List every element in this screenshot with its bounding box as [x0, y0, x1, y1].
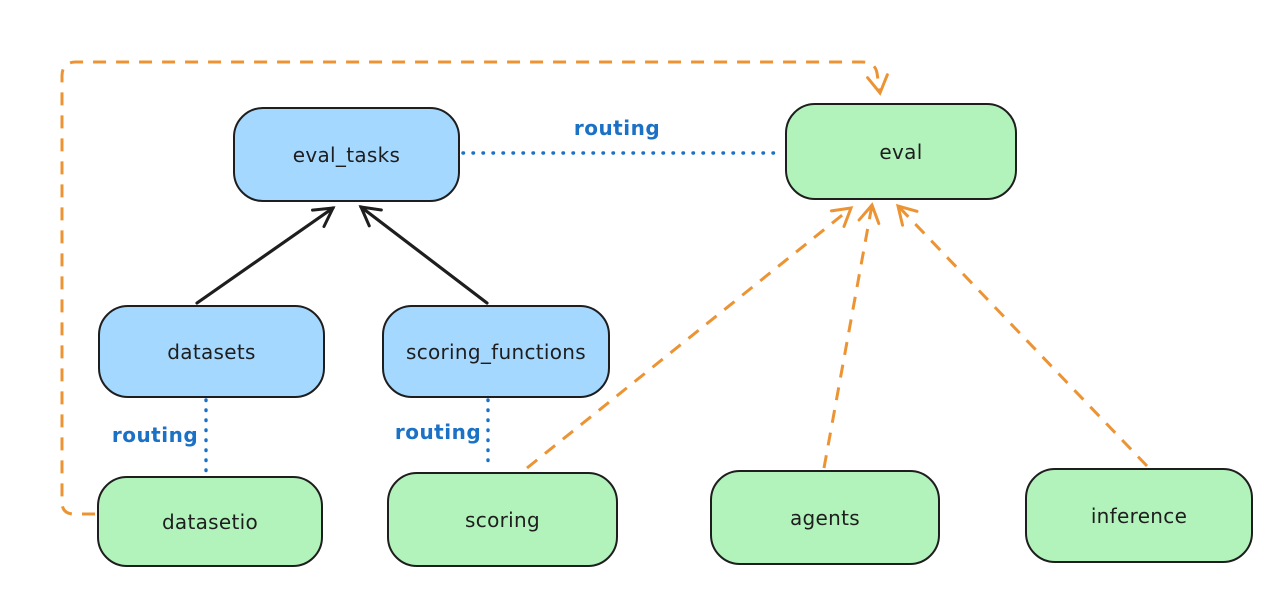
node-datasetio-label: datasetio [161, 509, 259, 534]
node-eval: eval [785, 103, 1017, 200]
node-scoring: scoring [387, 472, 618, 567]
node-datasetio: datasetio [97, 476, 323, 567]
edge-label-routing-datasets-datasetio: routing [111, 423, 199, 447]
edge-datasets-to-eval-tasks [195, 206, 336, 305]
node-scoring-label: scoring [465, 507, 540, 532]
edge-label-routing-scoring-functions-scoring: routing [394, 420, 482, 444]
edge-inference-to-eval [895, 203, 1149, 468]
node-datasets-label: datasets [167, 339, 256, 364]
node-inference-label: inference [1090, 503, 1188, 528]
node-scoring-functions-label: scoring_functions [405, 339, 587, 364]
node-datasets: datasets [98, 305, 325, 398]
node-eval-label: eval [879, 139, 923, 164]
edge-agents-to-eval [822, 202, 881, 469]
node-inference: inference [1025, 468, 1253, 563]
node-agents: agents [710, 470, 940, 565]
node-eval-tasks-label: eval_tasks [292, 142, 401, 167]
node-eval-tasks: eval_tasks [233, 107, 460, 202]
node-agents-label: agents [790, 505, 860, 530]
node-scoring-functions: scoring_functions [382, 305, 610, 398]
edge-scoring-functions-to-eval-tasks [358, 205, 489, 305]
edge-label-routing-eval-tasks-eval: routing [573, 116, 661, 140]
